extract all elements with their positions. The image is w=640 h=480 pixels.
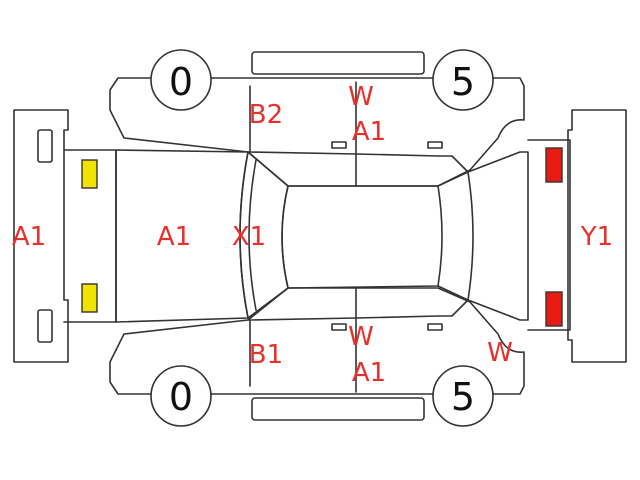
quarter-window-bottom [437,299,469,317]
headlamp-right-icon [81,283,98,313]
rear-window [437,171,474,301]
roof-rail-top [251,51,425,75]
taillamp-right-icon [545,291,563,327]
front-sensor-top [37,129,53,163]
label-hood: A1 [156,222,192,252]
rear-bumper [567,109,627,363]
roof [281,185,443,289]
door-handle-rear-top [427,141,443,149]
label-pillar-bottom: B1 [248,340,284,370]
label-windshield: X1 [231,222,267,252]
label-front-bumper: A1 [11,222,47,252]
front-bumper [13,109,69,363]
door-handle-front-bottom [331,323,347,331]
label-door-bottom-a: A1 [351,358,387,388]
taillamp-left-icon [545,147,563,183]
rear-panel [527,139,571,331]
wheel-number-bottom-right: 5 [450,375,476,419]
label-door-top-a: A1 [351,117,387,147]
wheel-number-top-right: 5 [450,60,476,104]
wheel-front-top [150,49,212,111]
roof-rail-bottom [251,397,425,421]
front-sensor-bottom [37,309,53,343]
label-rear-bumper: Y1 [580,222,614,252]
door-handle-front-top [331,141,347,149]
wheel-front-bottom [150,365,212,427]
windshield-inner [248,159,257,311]
quarter-window-top [437,155,469,173]
trunk [467,151,529,321]
wheel-rear-bottom [432,365,494,427]
label-rear-fender-bottom: W [487,338,513,368]
door-handle-rear-bottom [427,323,443,331]
headlamp-left-icon [81,159,98,189]
wheel-number-top-left: 0 [168,60,194,104]
beltline-top [247,151,439,157]
label-pillar-top: B2 [248,100,284,130]
label-door-bottom-w: W [348,322,374,352]
beltline-bottom [247,315,439,321]
wheel-number-bottom-left: 0 [168,375,194,419]
wheel-rear-top [432,49,494,111]
label-door-top-w: W [348,82,374,112]
